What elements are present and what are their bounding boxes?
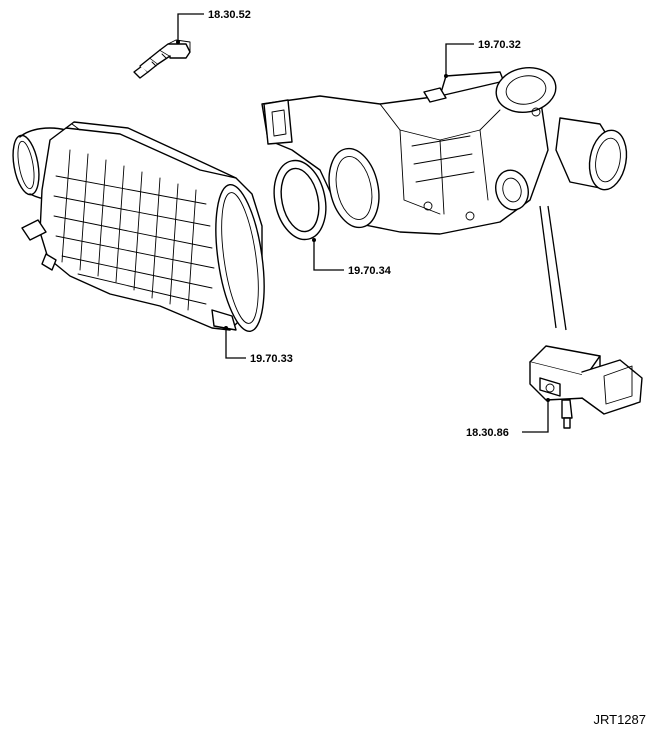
callout-label-18-30-52: 18.30.52 — [208, 9, 251, 21]
seal-ring-part — [273, 159, 327, 241]
callout-label-19-70-32: 19.70.32 — [478, 39, 521, 51]
temperature-sensor-part — [133, 39, 191, 79]
intake-housing-part — [12, 121, 265, 333]
callout-18-30-52: 18.30.52 — [176, 9, 251, 44]
callout-label-19-70-33: 19.70.33 — [250, 353, 293, 365]
throttle-body-part — [261, 67, 628, 235]
callout-19-70-34: 19.70.34 — [312, 238, 392, 277]
callout-label-19-70-34: 19.70.34 — [348, 265, 392, 277]
sensor-leader-lines — [539, 205, 567, 331]
callout-19-70-32: 19.70.32 — [444, 39, 521, 78]
callout-18-30-86: 18.30.86 — [466, 398, 550, 439]
figure-reference-code: JRT1287 — [593, 712, 646, 727]
callout-label-18-30-86: 18.30.86 — [466, 427, 509, 439]
callout-19-70-33: 19.70.33 — [224, 326, 293, 365]
pressure-sensor-part — [529, 345, 643, 429]
